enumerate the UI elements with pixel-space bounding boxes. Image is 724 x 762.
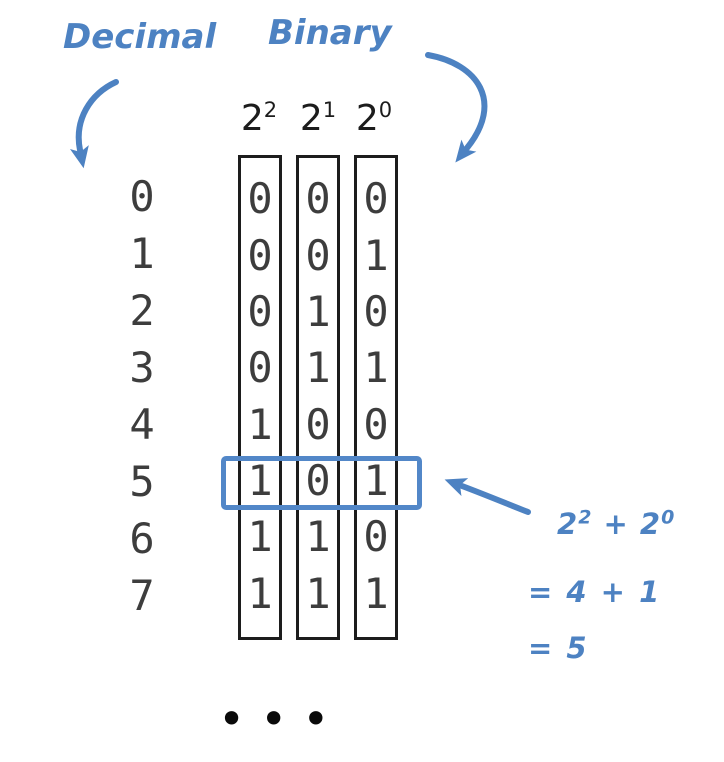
bit-cell: 0 <box>363 174 389 224</box>
decimal-value: 6 <box>129 514 155 564</box>
decimal-value: 7 <box>129 571 155 621</box>
row-5-highlight-box <box>221 456 422 510</box>
sum-term: 2 <box>557 507 579 541</box>
binary-arrow-icon <box>425 52 488 163</box>
header-base: 2 <box>355 98 379 139</box>
decimal-value: 2 <box>129 285 155 335</box>
bit-cell: 1 <box>363 568 389 618</box>
bit-cell: 0 <box>247 174 273 224</box>
bit-cell: 1 <box>247 456 273 506</box>
bit-cell: 0 <box>247 286 273 336</box>
decimal-label: Decimal <box>63 17 217 57</box>
binary-column-2pow0: 0 1 0 1 0 1 0 1 <box>354 155 398 640</box>
decimal-arrow-icon <box>69 79 119 169</box>
decimal-column: 0 1 2 3 4 5 6 7 <box>114 155 170 640</box>
bit-cell: 0 <box>247 230 273 280</box>
header-exponent: 0 <box>378 98 393 122</box>
sum-step: = 4 + 1 <box>528 575 662 609</box>
bit-cell: 1 <box>363 230 389 280</box>
bit-cell: 1 <box>305 286 331 336</box>
binary-column-2pow2: 0 0 0 0 1 1 1 1 <box>238 155 282 640</box>
header-base: 2 <box>240 98 264 139</box>
decimal-value: 5 <box>129 457 155 507</box>
bit-cell: 0 <box>363 286 389 336</box>
bit-cell: 1 <box>247 568 273 618</box>
bit-cell: 1 <box>247 399 273 449</box>
decimal-value: 1 <box>129 228 155 278</box>
bit-cell: 0 <box>305 399 331 449</box>
column-header-2pow1: 21 <box>296 99 340 139</box>
header-exponent: 2 <box>263 98 278 122</box>
bit-cell: 0 <box>305 230 331 280</box>
column-header-2pow2: 22 <box>237 99 281 139</box>
ellipsis-dots: ••• <box>218 692 345 746</box>
bit-cell: 1 <box>363 343 389 393</box>
column-header-2pow0: 20 <box>352 99 396 139</box>
sum-arrow-icon <box>444 478 531 515</box>
bit-cell: 1 <box>305 343 331 393</box>
bit-cell: 1 <box>247 512 273 562</box>
sum-result: = 5 <box>528 631 589 665</box>
binary-label: Binary <box>268 13 392 53</box>
header-base: 2 <box>299 98 323 139</box>
sum-term: + 2 <box>592 507 662 541</box>
bit-cell: 1 <box>305 512 331 562</box>
bit-cell: 0 <box>305 174 331 224</box>
decimal-value: 3 <box>129 342 155 392</box>
sum-expression: 22 + 20 <box>557 507 675 541</box>
decimal-value: 4 <box>129 400 155 450</box>
bit-cell: 1 <box>363 456 389 506</box>
bit-cell: 1 <box>305 568 331 618</box>
bit-cell: 0 <box>363 399 389 449</box>
decimal-value: 0 <box>129 171 155 221</box>
bit-cell: 0 <box>247 343 273 393</box>
sum-exponent: 0 <box>661 506 676 529</box>
bit-cell: 0 <box>363 512 389 562</box>
binary-column-2pow1: 0 0 1 1 0 0 1 1 <box>296 155 340 640</box>
bit-cell: 0 <box>305 456 331 506</box>
sum-exponent: 2 <box>578 506 593 529</box>
header-exponent: 1 <box>322 98 337 122</box>
